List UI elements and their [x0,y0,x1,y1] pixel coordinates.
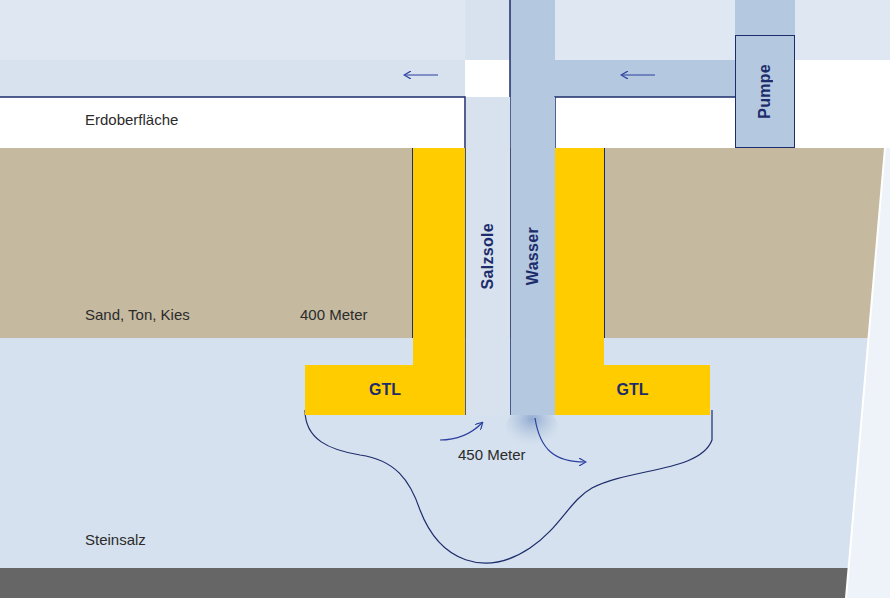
pipe-label: Salzsole [479,223,497,289]
water-pipe: Wasser [511,97,555,415]
gtl-label: GTL [305,365,465,415]
pipe-wall [0,97,465,415]
panel-edge [846,148,885,598]
layer-label: Steinsalz [85,531,146,548]
side-panel [846,148,890,598]
pipe-label: Wasser [524,227,542,285]
surface-label: Erdoberfläche [85,111,178,128]
pump-box: Pumpe [735,35,795,148]
pipe-label: Pumpe [756,64,774,119]
gtl-label: GTL [555,365,710,415]
gtl-casing: GTL [305,148,465,415]
base-layer [0,568,890,598]
depth-label: 400 Meter [300,306,368,323]
layer-label: Sand, Ton, Kies [85,306,190,323]
gtl-shape [555,148,710,415]
gtl-shape [305,148,465,415]
depth-label: 450 Meter [458,446,526,463]
brine-pipe: Salzsole [466,97,510,415]
brine-pipe [465,0,510,60]
pipe-wall [555,97,735,415]
gtl-casing: GTL [555,148,710,415]
brine-pipe [0,60,465,97]
water-pipe [555,60,735,97]
water-pipe [510,0,555,97]
water-pipe [735,0,795,35]
